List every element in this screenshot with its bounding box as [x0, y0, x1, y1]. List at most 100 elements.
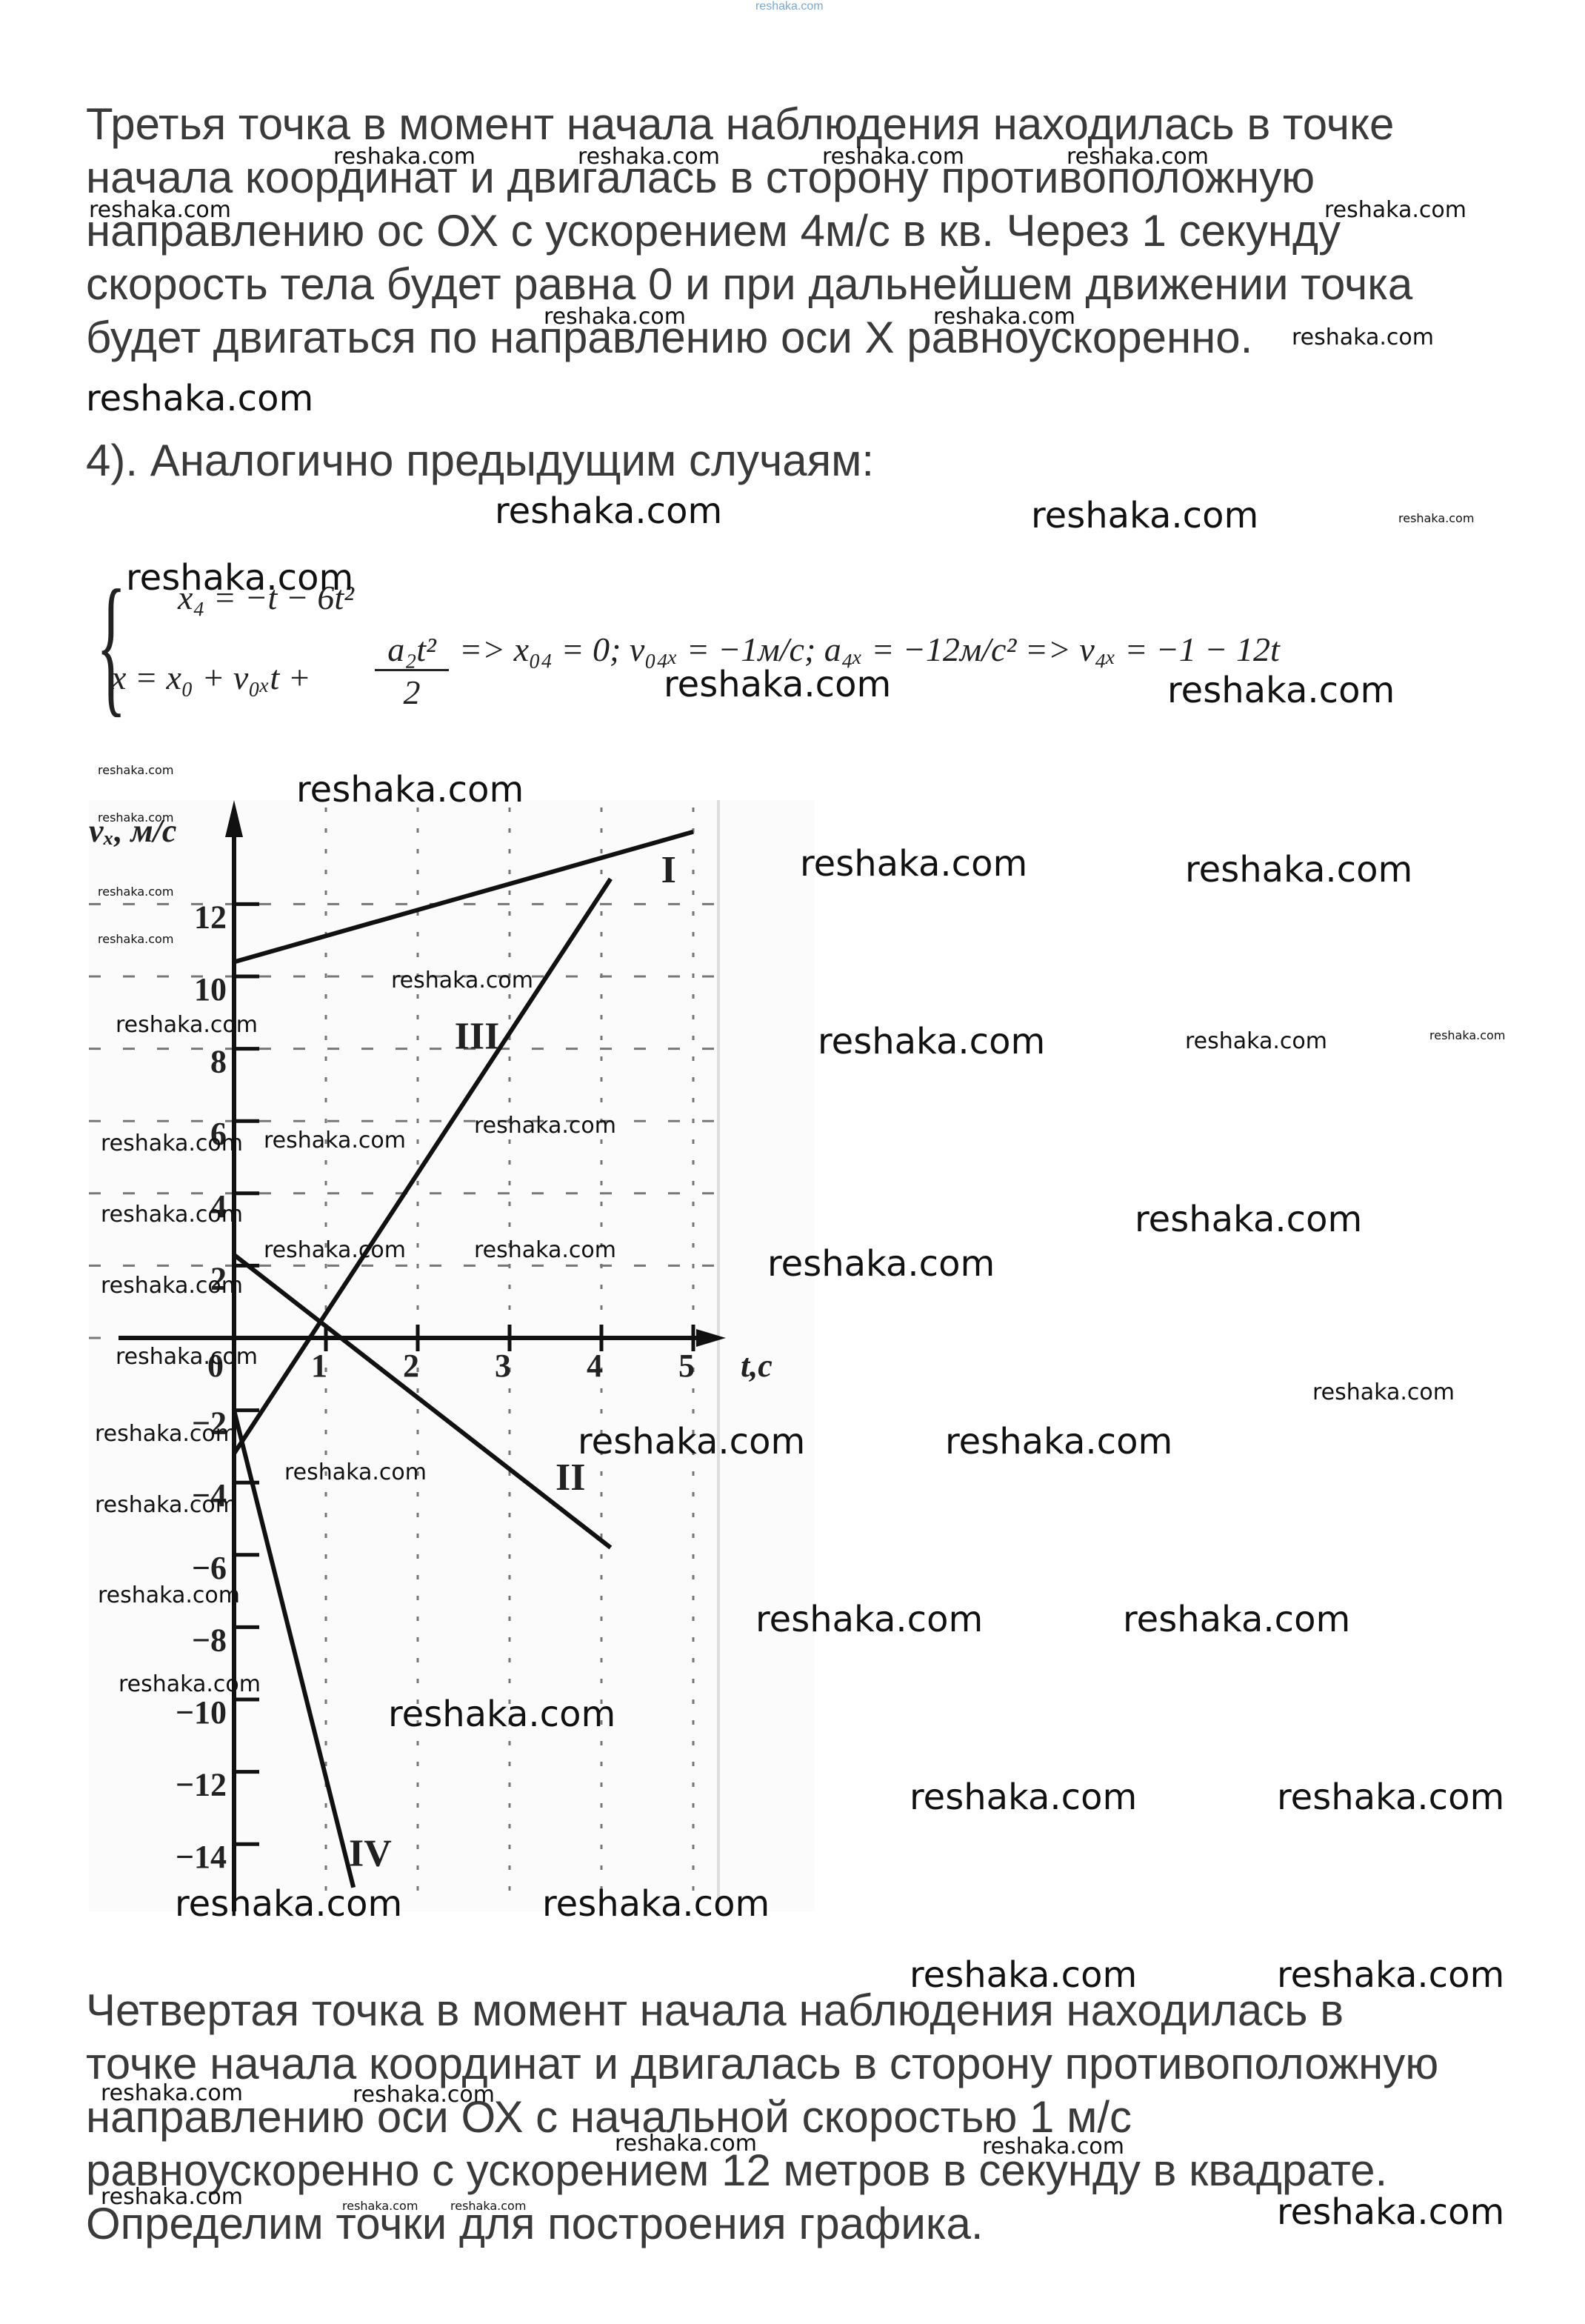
watermark: reshaka.com	[391, 968, 533, 993]
y-tick-label: 4	[210, 1188, 227, 1225]
watermark: reshaka.com	[933, 304, 1075, 330]
watermark: reshaka.com	[755, 1599, 984, 1640]
watermark: reshaka.com	[822, 144, 964, 170]
watermark: reshaka.com	[495, 490, 723, 532]
x-tick-label: 2	[403, 1348, 419, 1384]
watermark: reshaka.com	[945, 1421, 1173, 1462]
watermark: reshaka.com	[1312, 1379, 1455, 1405]
watermark: reshaka.com	[264, 1128, 406, 1153]
watermark: reshaka.com	[1167, 670, 1395, 711]
series-line-IV	[232, 1409, 356, 1888]
watermark: reshaka.com	[353, 2082, 495, 2108]
watermark: reshaka.com	[98, 885, 174, 899]
watermark: reshaka.com	[264, 1237, 406, 1263]
y-tick-label: −2	[192, 1405, 227, 1442]
formula-denominator: 2	[403, 673, 421, 711]
watermark: reshaka.com	[767, 1243, 995, 1285]
y-tick-label: 10	[194, 971, 227, 1008]
text-line: начала координат и двигалась в сторону п…	[86, 153, 1315, 202]
watermark: reshaka.com	[98, 932, 174, 946]
watermark: reshaka.com	[89, 197, 231, 223]
watermark: reshaka.com	[910, 1954, 1138, 1996]
watermark: reshaka.com	[101, 1202, 243, 1228]
watermark: reshaka.com	[95, 1421, 237, 1447]
x-axis-label: t,c	[741, 1348, 773, 1384]
series-label-III: III	[455, 1016, 500, 1058]
watermark: reshaka.com	[1135, 1199, 1363, 1240]
formula-line-2-left: x = x₀ + v₀ₓt +	[111, 659, 311, 696]
top-watermark: reshaka.com	[755, 0, 824, 13]
y-axis-arrow	[225, 800, 243, 837]
watermark: reshaka.com	[578, 144, 720, 170]
watermark: reshaka.com	[818, 1021, 1046, 1062]
y-tick-label: −8	[192, 1622, 227, 1658]
watermark: reshaka.com	[333, 144, 476, 170]
watermark: reshaka.com	[1123, 1599, 1351, 1640]
series-label-II: II	[555, 1456, 585, 1499]
watermark: reshaka.com	[98, 763, 174, 777]
paragraph-third-point: Третья точка в момент начала наблюдения …	[86, 98, 1412, 364]
series-line-II	[233, 1253, 613, 1550]
watermark: reshaka.com	[388, 1694, 616, 1735]
text-line: Третья точка в момент начала наблюдения …	[86, 99, 1395, 149]
y-axis-label: vₓ, м/с	[89, 813, 176, 849]
watermark: reshaka.com	[175, 1883, 403, 1925]
watermark: reshaka.com	[450, 2199, 527, 2213]
y-tick-label: 8	[210, 1044, 227, 1080]
series-label-I: I	[661, 849, 676, 891]
watermark: reshaka.com	[116, 1012, 258, 1038]
watermark: reshaka.com	[342, 2199, 418, 2213]
series-label-IV: IV	[349, 1832, 392, 1874]
watermark: reshaka.com	[910, 1777, 1138, 1818]
text-line: направлению ос ОХ с ускорением 4м/с в кв…	[86, 206, 1341, 256]
watermark: reshaka.com	[1429, 1028, 1506, 1042]
y-tick-label: −12	[176, 1767, 227, 1803]
y-tick-label: −10	[176, 1694, 227, 1731]
x-tick-label: 3	[495, 1348, 511, 1384]
watermark: reshaka.com	[1067, 144, 1209, 170]
watermark: reshaka.com	[116, 1344, 258, 1370]
watermark: reshaka.com	[1185, 849, 1413, 890]
watermark: reshaka.com	[544, 304, 686, 330]
watermark: reshaka.com	[578, 1421, 806, 1462]
formula-line-2-right: => x₀₄ = 0; v₀₄ₓ = −1м/с; a₄ₓ = −12м/с² …	[459, 630, 1280, 668]
series-line-I	[233, 829, 694, 965]
watermark: reshaka.com	[284, 1459, 427, 1485]
watermark: reshaka.com	[800, 843, 1028, 885]
watermark: reshaka.com	[1398, 511, 1475, 525]
text-line: будет двигаться по направлению оси Х рав…	[86, 313, 1253, 362]
watermark: reshaka.com	[1277, 1954, 1505, 1996]
watermark: reshaka.com	[86, 378, 314, 419]
y-tick-label: 6	[210, 1116, 227, 1152]
y-tick-label: 12	[194, 899, 227, 935]
heading-case-4: 4). Аналогично предыдущим случаям:	[86, 436, 875, 485]
watermark: reshaka.com	[474, 1237, 616, 1263]
text-line: Четвертая точка в момент начала наблюден…	[86, 1985, 1344, 2035]
text-line: направлению оси ОХ с начальной скоростью…	[86, 2092, 1132, 2142]
watermark: reshaka.com	[1185, 1028, 1327, 1054]
watermark: reshaka.com	[1277, 2191, 1505, 2233]
formula-numerator: a₂t²	[375, 630, 449, 671]
y-tick-label: −14	[176, 1839, 227, 1875]
y-tick-label: −6	[192, 1550, 227, 1586]
series-line-III	[232, 877, 613, 1455]
watermark: reshaka.com	[296, 769, 524, 810]
text-line: скорость тела будет равна 0 и при дальне…	[86, 259, 1413, 309]
watermark: reshaka.com	[98, 1582, 240, 1608]
formula-line-1: x₄ = −t − 6t²	[178, 579, 354, 616]
watermark: reshaka.com	[119, 1671, 261, 1697]
watermark: reshaka.com	[1292, 324, 1434, 350]
watermark: reshaka.com	[615, 2131, 757, 2157]
paragraph-fourth-point: Четвертая точка в момент начала наблюден…	[86, 1984, 1438, 2251]
watermark: reshaka.com	[101, 2184, 243, 2210]
watermark: reshaka.com	[982, 2134, 1124, 2160]
origin-label: 0	[207, 1348, 224, 1384]
watermark: reshaka.com	[98, 810, 174, 825]
x-tick-label: 1	[311, 1348, 327, 1384]
watermark: reshaka.com	[101, 1273, 243, 1299]
watermark: reshaka.com	[664, 664, 892, 705]
watermark: reshaka.com	[1277, 1777, 1505, 1818]
text-line: равноускоренно с ускорением 12 метров в …	[86, 2145, 1388, 2195]
text-line: точке начала координат и двигалась в сто…	[86, 2039, 1439, 2088]
